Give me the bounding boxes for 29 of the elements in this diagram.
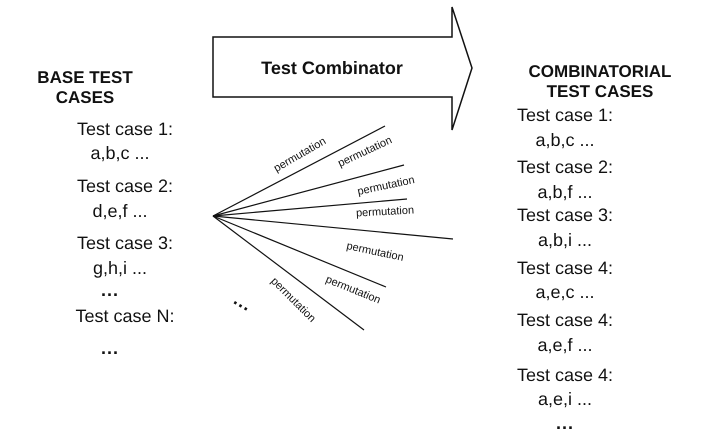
- test-case-text: Test case 1:: [77, 118, 174, 140]
- column-heading: BASE TEST CASES: [36, 68, 134, 108]
- test-case-text: a,b,i ...: [538, 230, 592, 250]
- test-case-text: a,b,f ...: [538, 182, 593, 202]
- ellipsis: ...: [101, 280, 120, 300]
- test-case-text: Test case 1:: [517, 104, 614, 126]
- arrow-label: Test Combinator: [260, 58, 404, 79]
- test-case-text: a,b,c ...: [536, 130, 595, 150]
- test-case-text: Test case N:: [76, 306, 175, 326]
- line-label: permutation: [345, 240, 405, 264]
- ellipsis: ...: [230, 288, 256, 316]
- test-case-text: a,e,i ...: [538, 388, 592, 410]
- test-case-text: a,e,f ...: [538, 334, 593, 356]
- test-case-text: Test case 2:: [77, 176, 174, 196]
- block-arrow: [212, 6, 474, 132]
- test-case-text: a,e,c ...: [536, 282, 595, 302]
- test-case-text: Test case 4:: [517, 364, 614, 386]
- column-heading: COMBINATORIAL TEST CASES: [528, 62, 672, 102]
- test-case-text: a,b,c ...: [90, 142, 150, 164]
- test-case-text: d,e,f ...: [92, 200, 148, 222]
- test-case-text: Test case 2:: [517, 156, 614, 178]
- test-case-text: g,h,i ...: [93, 258, 148, 278]
- test-case-text: Test case 4:: [517, 310, 614, 330]
- test-case-text: Test case 3:: [517, 204, 614, 226]
- test-case-text: Test case 4:: [517, 258, 614, 278]
- line-label: permutation: [356, 204, 414, 220]
- test-case-text: Test case 3:: [77, 232, 174, 254]
- ellipsis: ...: [101, 338, 120, 358]
- ellipsis: ...: [556, 412, 574, 432]
